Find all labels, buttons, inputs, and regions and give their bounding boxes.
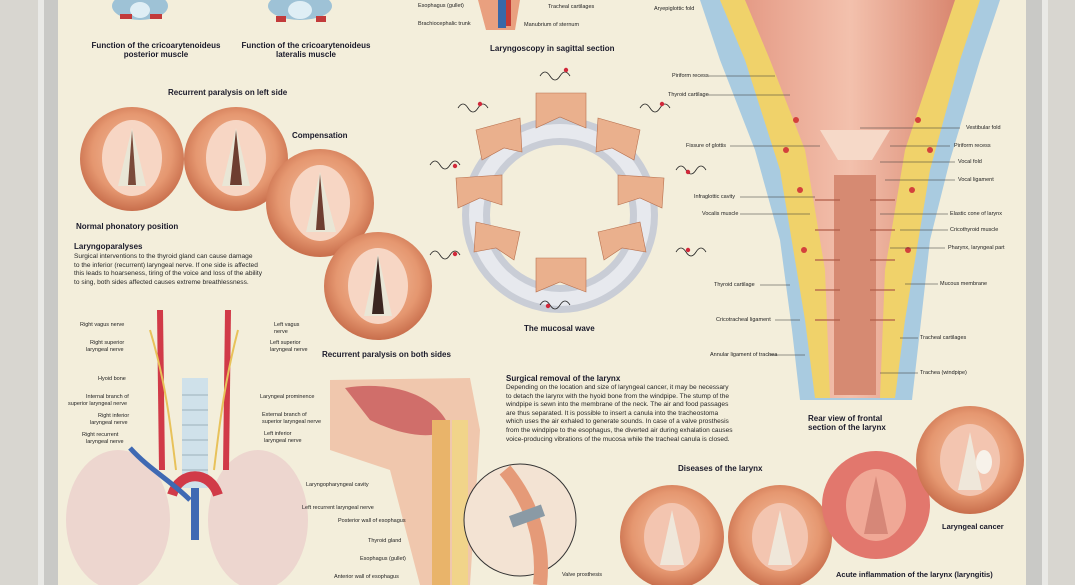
label-laryngeal-prominence: Laryngeal prominence	[260, 394, 315, 400]
label-anterior-wall: Anterior wall of esophagus	[334, 574, 399, 580]
disease-view-laryngitis-1	[620, 485, 724, 585]
recurrent-left-title: Recurrent paralysis on left side	[168, 88, 288, 97]
label-left-inferior: Left inferior	[264, 431, 292, 437]
label-vocal-fold: Vocal fold	[958, 159, 982, 165]
label-cricotracheal-ligament: Cricotracheal ligament	[716, 317, 771, 323]
laryngitis-label: Acute inflammation of the larynx (laryng…	[836, 570, 993, 579]
label-pharynx-laryngeal: Pharynx, laryngeal part	[948, 245, 1005, 251]
disease-view-laryngitis-3	[822, 451, 930, 559]
caption-line: Function of the cricoarytenoideus	[91, 41, 221, 50]
larynx-view-normal	[80, 107, 184, 211]
label-posterior-wall: Posterior wall of esophagus	[338, 518, 406, 524]
text-line: this leads to hoarseness, tiring of the …	[74, 270, 263, 278]
label-piriform-recess-r: Piriform recess	[954, 143, 991, 149]
text-line: voice-producing vibrations of the mucosa…	[506, 435, 730, 443]
label-right-recurrent-2: laryngeal nerve	[86, 439, 124, 445]
text-line: which uses the air exhaled to generate s…	[506, 418, 729, 426]
larynx-view-left-paralysis	[184, 107, 288, 211]
text-line: windpipe is sewn into the membrane of th…	[506, 401, 729, 409]
label-right-superior: Right superior	[90, 340, 125, 346]
text-line: to detach the larynx with the hyoid bone…	[506, 392, 730, 400]
label-hyoid-bone: Hyoid bone	[98, 376, 126, 382]
label-right-recurrent: Right recurrent	[82, 432, 119, 438]
disease-view-cancer	[916, 406, 1024, 514]
label-left-vagus: Left vagus	[274, 322, 300, 328]
laryngoscopy-illustration	[478, 0, 520, 30]
frontal-caption: Rear view of frontal section of the lary…	[808, 414, 886, 432]
label-laryngopharyngeal-cavity: Laryngopharyngeal cavity	[306, 482, 369, 488]
text-line: from the windpipe to the esophagus, the …	[506, 426, 733, 434]
label-aryepiglottic-fold: Aryepiglottic fold	[654, 6, 695, 12]
laryngoparalyses-title: Laryngoparalyses	[74, 242, 143, 251]
label-infraglottic-cavity: Infraglottic cavity	[694, 194, 735, 200]
cricoarytenoid-diagram-posterior	[112, 0, 168, 20]
text-line: to the inferior (recurrent) laryngeal ne…	[74, 261, 258, 269]
label-piriform-recess-l: Piriform recess	[672, 73, 709, 79]
label-left-superior: Left superior	[270, 340, 301, 346]
label-thyroid-gland: Thyroid gland	[368, 538, 402, 544]
label-external-branch-2: superior laryngeal nerve	[262, 419, 322, 425]
caption-cricoarytenoid-lateralis: Function of the cricoarytenoideus latera…	[232, 41, 380, 59]
label-vestibular-fold: Vestibular fold	[966, 125, 1001, 131]
label-esophagus-top: Esophagus (gullet)	[418, 3, 464, 9]
label-annular-ligament: Annular ligament of trachea	[710, 352, 778, 358]
label-left-recurrent: Left recurrent laryngeal nerve	[302, 505, 374, 511]
laryngoscopy-title: Laryngoscopy in sagittal section	[490, 44, 615, 53]
label-thyroid-cartilage-l: Thyroid cartilage	[668, 92, 709, 98]
caption-line: Rear view of frontal	[808, 414, 883, 423]
label-tracheal-cartilages-r: Tracheal cartilages	[920, 335, 967, 341]
compensation-title: Compensation	[292, 131, 348, 140]
frontal-section-illustration	[700, 0, 1000, 400]
label-trachea-windpipe: Trachea (windpipe)	[920, 370, 967, 376]
caption-line: Function of the cricoarytenoideus	[241, 41, 371, 50]
label-thyroid-cartilage-l2: Thyroid cartilage	[714, 282, 755, 288]
larynx-view-both-sides	[324, 232, 432, 340]
mucosal-wave-title: The mucosal wave	[524, 324, 595, 333]
caption-line: section of the larynx	[808, 423, 886, 432]
label-fissure-glottis: Fissure of glottis	[686, 143, 727, 149]
label-internal-branch: Internal branch of	[86, 394, 129, 400]
label-right-inferior-2: laryngeal nerve	[90, 420, 128, 426]
label-right-inferior: Right inferior	[98, 413, 130, 419]
normal-phonatory-title: Normal phonatory position	[76, 222, 179, 231]
label-vocal-ligament: Vocal ligament	[958, 177, 994, 183]
label-manubrium: Manubrium of sternum	[524, 22, 580, 28]
label-left-vagus-2: nerve	[274, 329, 288, 335]
caption-line: posterior muscle	[123, 50, 189, 59]
label-right-superior-2: laryngeal nerve	[86, 347, 124, 353]
label-valve-prosthesis: Valve prosthesis	[562, 572, 602, 578]
label-right-vagus: Right vagus nerve	[80, 322, 125, 328]
surgical-removal-title: Surgical removal of the larynx	[506, 374, 621, 383]
label-internal-branch-2: superior laryngeal nerve	[68, 401, 128, 407]
label-external-branch: External branch of	[262, 412, 307, 418]
label-left-inferior-2: laryngeal nerve	[264, 438, 302, 444]
recurrent-both-title: Recurrent paralysis on both sides	[322, 350, 451, 359]
disease-view-laryngitis-2	[728, 485, 832, 585]
text-line: Surgical interventions to the thyroid gl…	[74, 253, 253, 260]
nerves-trachea-illustration	[66, 309, 308, 585]
larynx-view-compensation	[266, 149, 374, 257]
text-line: to sing, both sides affected causes extr…	[74, 278, 249, 286]
label-mucous-membrane: Mucous membrane	[940, 281, 988, 287]
sagittal-section-illustration	[330, 378, 577, 585]
label-cricothyroid: Cricothyroid muscle	[950, 227, 999, 233]
label-elastic-cone: Elastic cone of larynx	[950, 211, 1002, 217]
cricoarytenoid-diagram-lateralis	[268, 0, 332, 22]
caption-line: lateralis muscle	[275, 50, 337, 59]
label-brachiocephalic-trunk: Brachiocephalic trunk	[418, 21, 471, 27]
label-left-superior-2: laryngeal nerve	[270, 347, 308, 353]
label-vocalis-muscle: Vocalis muscle	[702, 211, 739, 217]
text-line: Depending on the location and size of la…	[506, 384, 729, 391]
label-tracheal-cartilages-top: Tracheal cartilages	[548, 4, 595, 10]
laryngoparalyses-text: Surgical interventions to the thyroid gl…	[74, 253, 314, 287]
laryngeal-cancer-label: Laryngeal cancer	[942, 522, 1004, 531]
caption-cricoarytenoid-posterior: Function of the cricoarytenoideus poster…	[82, 41, 230, 59]
label-esophagus-bottom: Esophagus (gullet)	[360, 556, 406, 562]
mucosal-wave-diagram	[429, 67, 707, 313]
diseases-title: Diseases of the larynx	[678, 464, 763, 473]
surgical-removal-text: Depending on the location and size of la…	[506, 384, 766, 444]
text-line: are thus separated. It is possible to in…	[506, 409, 719, 417]
